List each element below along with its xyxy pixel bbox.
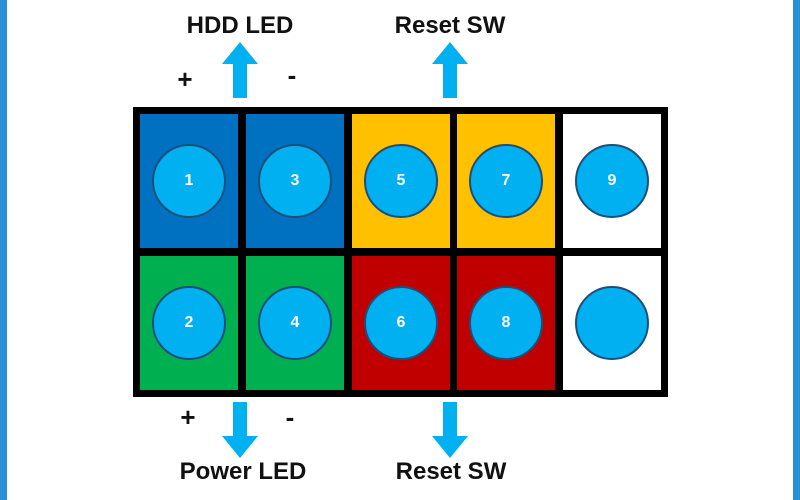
pin-7: 7 <box>469 144 543 218</box>
power-led-arrow-down-icon <box>222 402 258 458</box>
pin-4: 4 <box>258 286 332 360</box>
pin-key <box>575 286 649 360</box>
pin-cell-1: 1 <box>140 114 238 248</box>
pin-cell-6: 6 <box>352 256 450 390</box>
pin-8: 8 <box>469 286 543 360</box>
pin-5: 5 <box>364 144 438 218</box>
hdd-led-label: HDD LED <box>186 12 294 39</box>
pin-1: 1 <box>152 144 226 218</box>
reset-sw-bottom-label: Reset SW <box>395 458 507 485</box>
power-plus-sign: + <box>180 402 196 432</box>
power-led-label: Power LED <box>179 458 307 485</box>
hdd-minus-sign: - <box>287 60 297 90</box>
pin-cell-3: 3 <box>246 114 344 248</box>
reset-sw-arrow-up-icon <box>432 42 468 98</box>
power-minus-sign: - <box>285 402 295 432</box>
pin-header: 1 3 5 7 9 2 4 6 8 <box>133 107 668 397</box>
pin-cell-9: 9 <box>563 114 661 248</box>
hdd-plus-sign: + <box>177 64 193 94</box>
pin-9: 9 <box>575 144 649 218</box>
reset-sw-arrow-down-icon <box>432 402 468 458</box>
frame-border-left <box>0 0 7 500</box>
pin-3: 3 <box>258 144 332 218</box>
pin-cell-8: 8 <box>457 256 555 390</box>
pin-cell-key <box>563 256 661 390</box>
pin-cell-2: 2 <box>140 256 238 390</box>
frame-border-right <box>793 0 800 500</box>
pin-cell-7: 7 <box>457 114 555 248</box>
pin-2: 2 <box>152 286 226 360</box>
pin-cell-5: 5 <box>352 114 450 248</box>
reset-sw-top-label: Reset SW <box>394 12 506 39</box>
pin-cell-4: 4 <box>246 256 344 390</box>
pin-6: 6 <box>364 286 438 360</box>
hdd-led-arrow-up-icon <box>222 42 258 98</box>
